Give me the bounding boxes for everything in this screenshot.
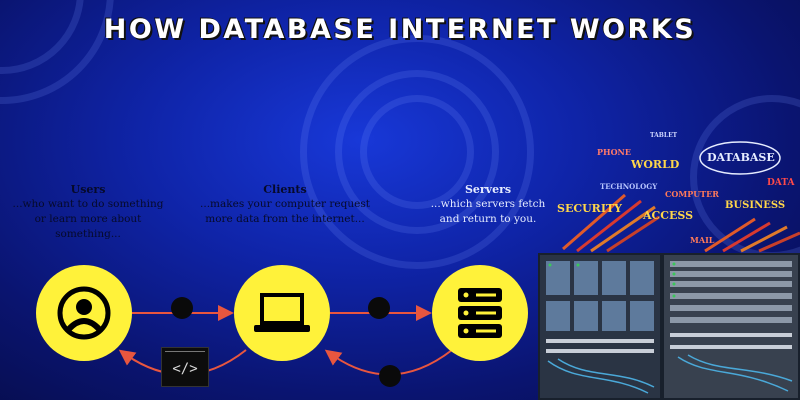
word-security: SECURITY <box>557 202 623 215</box>
code-window-bar <box>165 351 205 355</box>
word-phone: PHONE <box>597 147 631 157</box>
pencils-illustration <box>562 141 800 253</box>
laptop-icon <box>254 293 310 332</box>
users-line-2: or learn more about something... <box>34 213 142 240</box>
servers-heading: Servers <box>464 183 512 196</box>
server-icon <box>458 288 502 338</box>
word-technology: TECHNOLOGY <box>600 182 658 191</box>
users-heading: Users <box>70 183 106 196</box>
database-word-cloud: TABLET PHONE WORLD DATABASE DATA TECHNOL… <box>555 125 800 253</box>
word-business: BUSINESS <box>725 200 786 211</box>
servers-line-1: ...which servers fetch <box>430 198 546 210</box>
clients-description: Clients ...makes your computer request m… <box>200 182 370 227</box>
server-racks-illustration <box>538 253 800 400</box>
bg-ring <box>300 35 534 269</box>
servers-line-2: and return to you. <box>439 213 537 225</box>
word-database: DATABASE <box>707 151 775 164</box>
word-data: DATA <box>767 178 795 188</box>
clients-line-1: ...makes your computer request <box>200 198 370 210</box>
clients-heading: Clients <box>263 183 307 196</box>
connector-dot <box>379 365 401 387</box>
server-room-photo <box>538 253 800 400</box>
server-node <box>432 265 528 361</box>
users-line-1: ...who want to do something <box>12 198 164 210</box>
word-tablet: TABLET <box>650 132 678 139</box>
connector-dot <box>368 297 390 319</box>
client-node <box>234 265 330 361</box>
page-title: HOW DATABASE INTERNET WORKS <box>103 14 697 45</box>
bg-ring <box>360 95 474 209</box>
code-icon: </> <box>161 347 209 387</box>
user-node <box>36 265 132 361</box>
code-symbol: </> <box>172 361 198 377</box>
servers-description: Servers ...which servers fetch and retur… <box>403 182 573 227</box>
word-computer: COMPUTER <box>665 189 719 199</box>
user-icon <box>57 286 111 340</box>
word-access: ACCESS <box>643 209 694 222</box>
users-description: Users ...who want to do something or lea… <box>3 182 173 242</box>
clients-line-2: more data from the internet... <box>205 213 365 225</box>
word-world: WORLD <box>631 158 680 171</box>
word-mail: MAIL <box>690 235 715 245</box>
connector-dot <box>171 297 193 319</box>
